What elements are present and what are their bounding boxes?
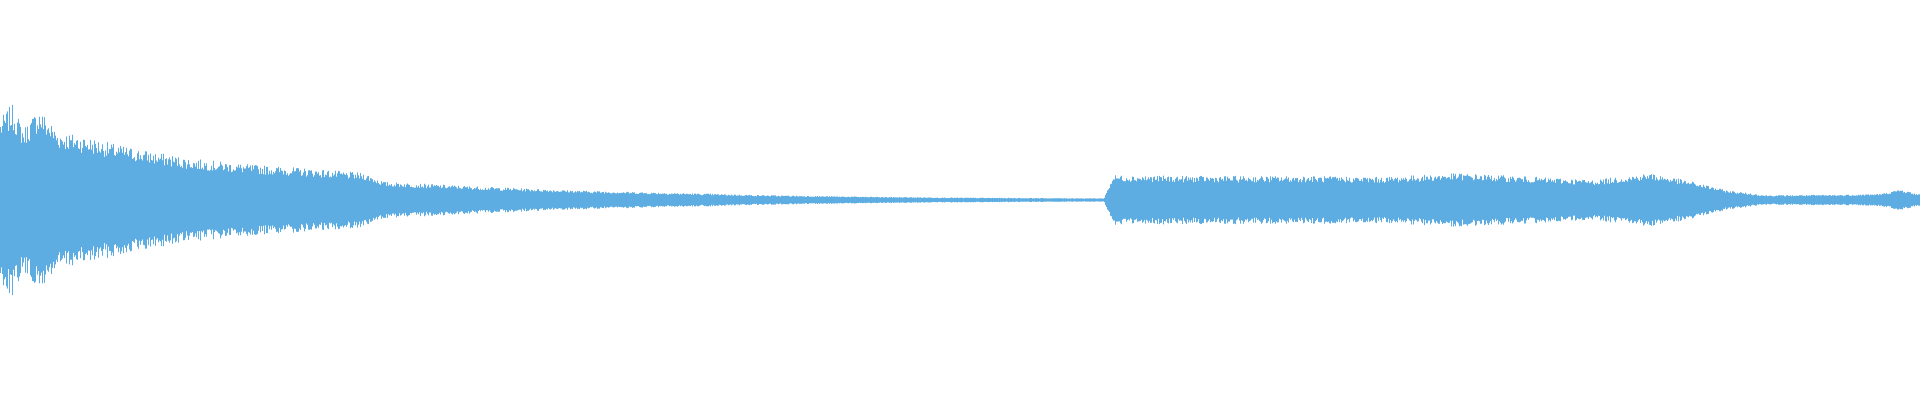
waveform-peaks [0, 104, 1920, 296]
